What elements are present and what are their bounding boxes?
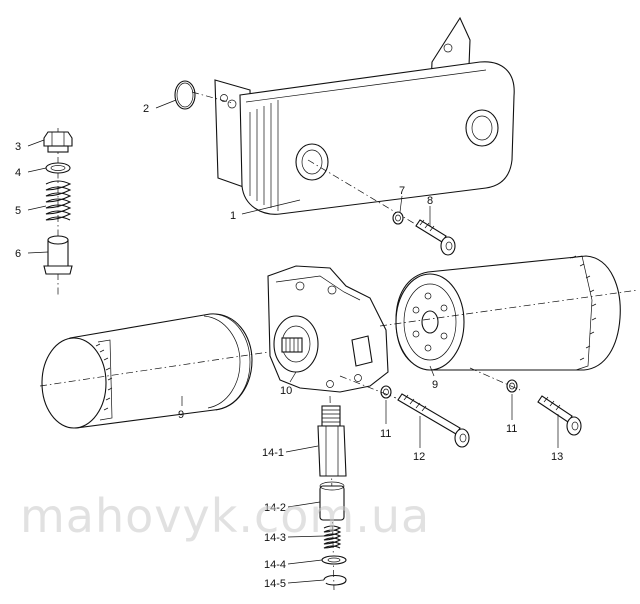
label-14-4: 14-4 — [264, 559, 286, 571]
label-6: 6 — [15, 248, 21, 260]
label-11-right: 11 — [506, 423, 517, 435]
label-9-left: 9 — [178, 409, 184, 421]
valve-assembly-14 — [317, 395, 347, 591]
label-3: 3 — [15, 141, 21, 153]
label-10: 10 — [280, 385, 292, 397]
bolt-13 — [537, 395, 582, 436]
washer-11-right — [506, 379, 518, 393]
label-14-3: 14-3 — [264, 532, 286, 544]
washer — [392, 211, 404, 225]
label-14-1: 14-1 — [262, 447, 284, 459]
label-9-right: 9 — [432, 379, 438, 391]
label-11-left: 11 — [380, 428, 391, 440]
bolt-8 — [415, 219, 456, 256]
label-5: 5 — [15, 205, 21, 217]
filter-left — [39, 313, 283, 429]
relief-valve-stack — [43, 128, 73, 296]
washer-11-left — [380, 385, 392, 399]
watermark: mahovyk.com.ua — [20, 489, 430, 543]
label-13: 13 — [551, 451, 563, 463]
o-ring — [174, 80, 196, 110]
leader-lines — [27, 99, 559, 584]
oil-cooler — [214, 16, 515, 215]
label-2: 2 — [143, 103, 149, 115]
filter-head — [267, 265, 389, 393]
bolt-12 — [397, 393, 470, 448]
label-14-2: 14-2 — [264, 502, 286, 514]
label-7: 7 — [399, 185, 405, 197]
label-12: 12 — [413, 451, 425, 463]
label-1: 1 — [230, 210, 236, 222]
label-4: 4 — [15, 167, 21, 179]
label-8: 8 — [427, 195, 433, 207]
part-labels: 2 3 4 5 6 1 7 8 9 9 10 11 11 12 13 14-1 … — [15, 103, 563, 590]
filter-right — [379, 255, 639, 371]
label-14-5: 14-5 — [264, 578, 286, 590]
